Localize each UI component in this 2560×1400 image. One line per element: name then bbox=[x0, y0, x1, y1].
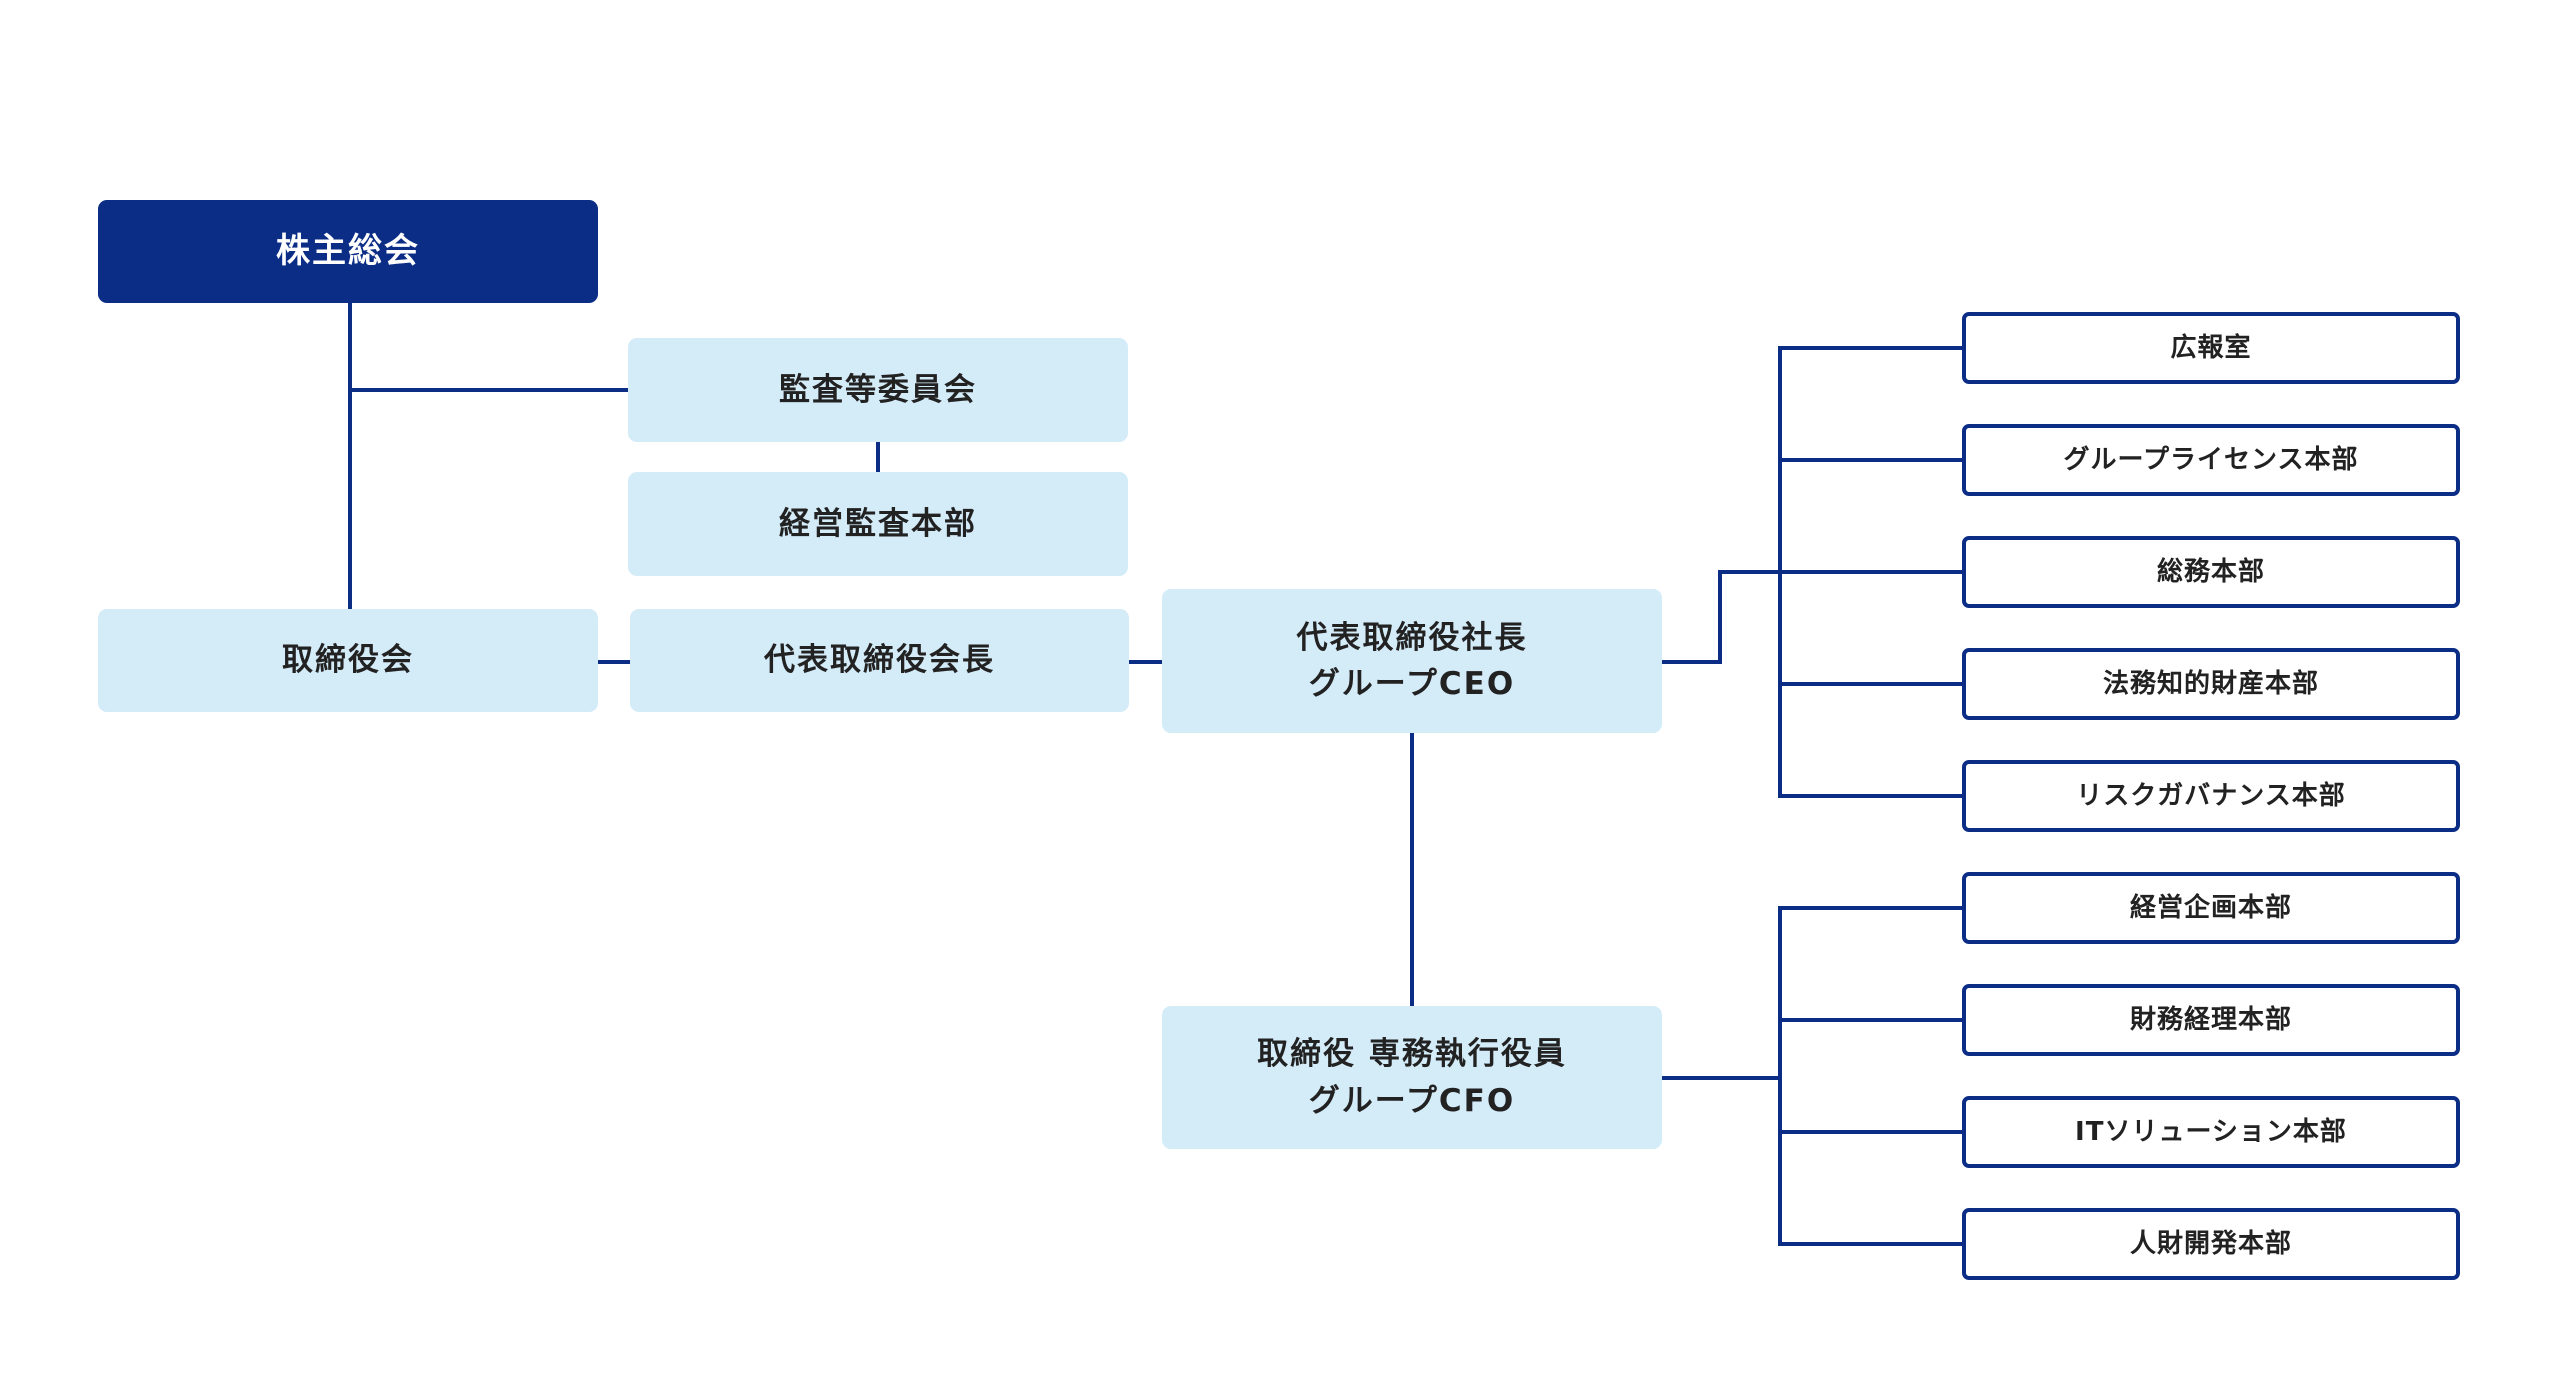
audit-committee-box: 監査等委員会 bbox=[628, 338, 1128, 442]
chairman-label: 代表取締役会長 bbox=[764, 642, 995, 679]
department-label: 広報室 bbox=[2170, 332, 2252, 363]
audit-committee-label: 監査等委員会 bbox=[779, 371, 977, 408]
board-box: 取締役会 bbox=[98, 609, 598, 712]
connector-chairman-ceo bbox=[1129, 660, 1162, 664]
connector-ceo-department bbox=[1778, 682, 1964, 686]
department-box-cfo: 人財開発本部 bbox=[1962, 1208, 2460, 1280]
department-box-ceo: 広報室 bbox=[1962, 312, 2460, 384]
connector-ceo-department bbox=[1778, 458, 1964, 462]
connector-cfo-department bbox=[1778, 906, 1964, 910]
shareholders-meeting-label: 株主総会 bbox=[276, 231, 420, 271]
cfo-title: 取締役 専務執行役員 bbox=[1257, 1036, 1567, 1072]
ceo-box: 代表取締役社長 グループCEO bbox=[1162, 589, 1662, 733]
department-box-cfo: ITソリューション本部 bbox=[1962, 1096, 2460, 1168]
connector-ceo-department bbox=[1778, 346, 1964, 350]
connector-cfo-department bbox=[1778, 1130, 1964, 1134]
department-label: 法務知的財産本部 bbox=[2102, 668, 2319, 699]
shareholders-meeting-box: 株主総会 bbox=[98, 200, 598, 303]
ceo-title: 代表取締役社長 bbox=[1296, 619, 1528, 656]
department-label: 経営企画本部 bbox=[2129, 892, 2292, 923]
department-label: ITソリューション本部 bbox=[2075, 1116, 2347, 1147]
department-label: 人財開発本部 bbox=[2129, 1228, 2292, 1259]
connector-board-chairman bbox=[598, 660, 630, 664]
department-label: 財務経理本部 bbox=[2129, 1004, 2292, 1035]
board-label: 取締役会 bbox=[282, 642, 414, 679]
connector-cfo-department bbox=[1778, 1018, 1964, 1022]
connector-ceo-elbow bbox=[1718, 570, 1722, 664]
department-box-cfo: 財務経理本部 bbox=[1962, 984, 2460, 1056]
connector-audit-internal bbox=[876, 442, 880, 472]
department-box-cfo: 経営企画本部 bbox=[1962, 872, 2460, 944]
connector-cfo-out bbox=[1662, 1076, 1780, 1080]
department-box-ceo: 法務知的財産本部 bbox=[1962, 648, 2460, 720]
connector-ceo-out bbox=[1662, 660, 1722, 664]
connector-ceo-cfo bbox=[1410, 733, 1414, 1006]
connector-cfo-trunk bbox=[1778, 906, 1782, 1245]
department-label: グループライセンス本部 bbox=[2063, 444, 2359, 475]
department-box-ceo: 総務本部 bbox=[1962, 536, 2460, 608]
ceo-role: グループCEO bbox=[1308, 666, 1516, 702]
department-box-ceo: リスクガバナンス本部 bbox=[1962, 760, 2460, 832]
internal-audit-label: 経営監査本部 bbox=[779, 505, 977, 542]
connector-to-audit-committee bbox=[348, 388, 628, 392]
connector-cfo-department bbox=[1778, 1242, 1964, 1246]
cfo-box: 取締役 専務執行役員 グループCFO bbox=[1162, 1006, 1662, 1149]
department-label: 総務本部 bbox=[2156, 556, 2265, 587]
internal-audit-box: 経営監査本部 bbox=[628, 472, 1128, 576]
chairman-box: 代表取締役会長 bbox=[630, 609, 1129, 712]
connector-ceo-department bbox=[1778, 794, 1964, 798]
department-box-ceo: グループライセンス本部 bbox=[1962, 424, 2460, 496]
cfo-role: グループCFO bbox=[1308, 1082, 1516, 1119]
department-label: リスクガバナンス本部 bbox=[2076, 780, 2346, 811]
connector-ceo-department bbox=[1778, 570, 1964, 574]
connector-ceo-elbow-top bbox=[1718, 570, 1780, 574]
connector-shareholders-board bbox=[348, 303, 352, 610]
